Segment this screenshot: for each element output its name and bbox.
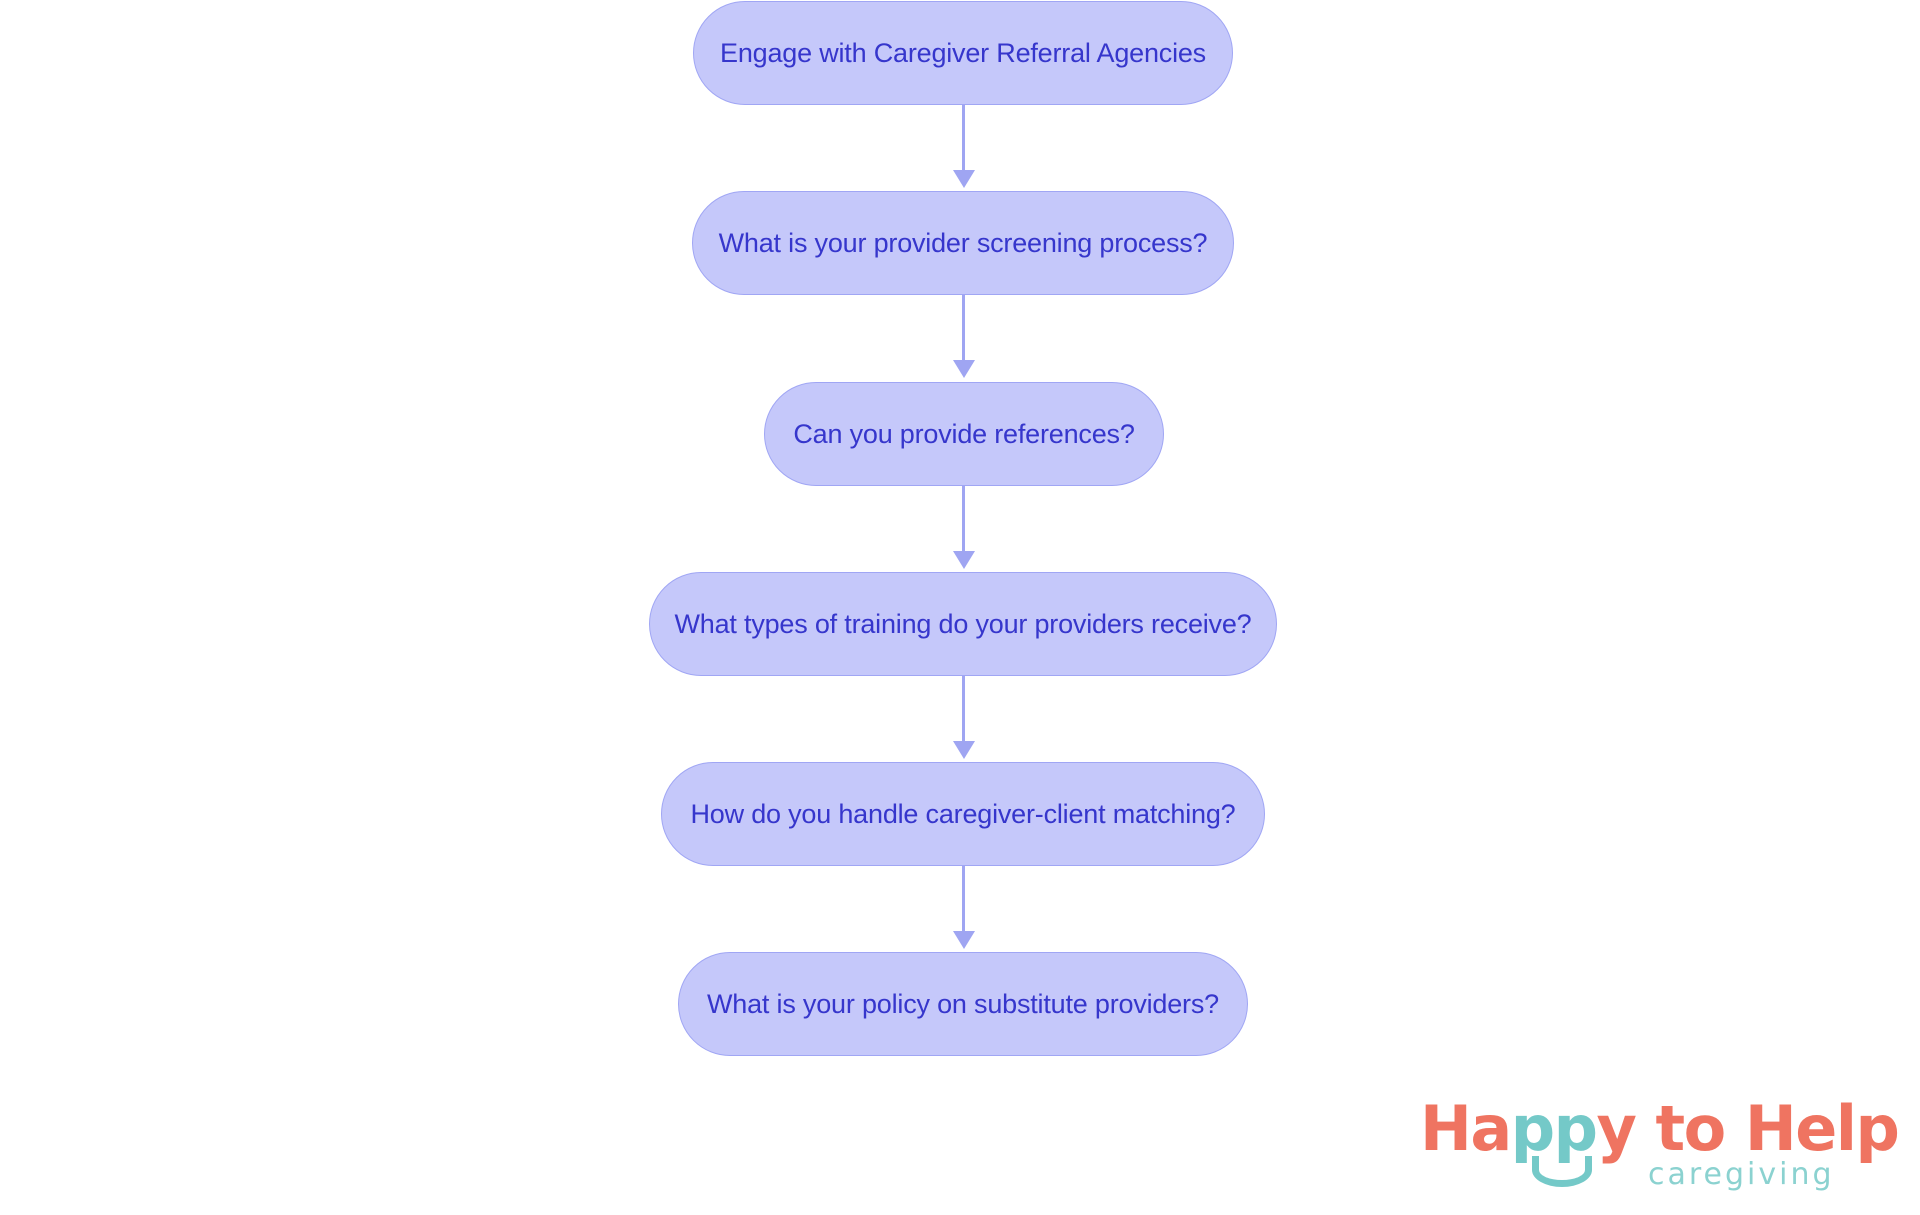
flow-node-label: Can you provide references? [793,418,1135,449]
flow-edge-n2-n3 [962,486,965,554]
logo-text-help: Help [1744,1092,1900,1165]
flow-edge-n3-n4 [962,676,965,744]
flow-edge-arrowhead-n1-n2 [953,360,975,378]
flow-node-engage-with-caregiver-referral-agencies[interactable]: Engage with Caregiver Referral Agencies [693,1,1233,105]
logo-text-ha: Ha [1420,1092,1512,1165]
flow-edge-arrowhead-n2-n3 [953,551,975,569]
flow-node-label: How do you handle caregiver-client match… [690,798,1236,829]
flow-edge-arrowhead-n3-n4 [953,741,975,759]
flow-node-label: What is your provider screening process? [718,227,1208,258]
logo-wordmark: Happy to Help [1420,1098,1900,1160]
flow-edge-n0-n1 [962,105,965,173]
flow-edge-arrowhead-n0-n1 [953,170,975,188]
brand-logo: Happy to Help caregiving [1420,1098,1900,1208]
flow-node-what-is-your-policy-on-substitute-providers[interactable]: What is your policy on substitute provid… [678,952,1248,1056]
flow-node-what-types-of-training-do-your-providers-receive[interactable]: What types of training do your providers… [649,572,1277,676]
flow-node-label: What types of training do your providers… [674,608,1252,639]
logo-text-y-to: y to [1596,1092,1745,1165]
logo-text-pp: pp [1510,1092,1598,1165]
flow-node-label: What is your policy on substitute provid… [707,988,1219,1019]
smile-icon [1532,1156,1592,1187]
logo-tagline: caregiving [1648,1157,1835,1192]
flow-node-what-is-your-provider-screening-process[interactable]: What is your provider screening process? [692,191,1234,295]
flow-node-can-you-provide-references[interactable]: Can you provide references? [764,382,1164,486]
flow-edge-n4-n5 [962,866,965,934]
flow-node-label: Engage with Caregiver Referral Agencies [720,37,1206,68]
flow-edge-arrowhead-n4-n5 [953,931,975,949]
flow-node-how-do-you-handle-caregiver-client-matching[interactable]: How do you handle caregiver-client match… [661,762,1265,866]
flow-edge-n1-n2 [962,295,965,363]
